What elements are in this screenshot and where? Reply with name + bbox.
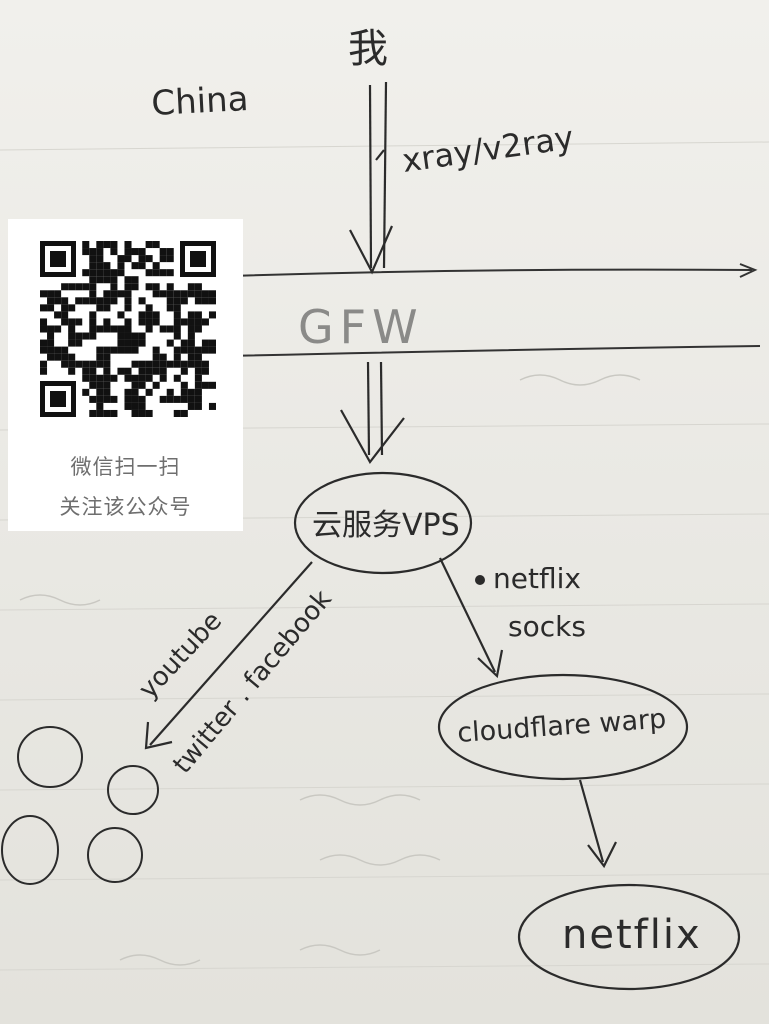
- netflix-label: netflix: [562, 912, 702, 958]
- china-label: China: [150, 79, 249, 124]
- qr-code-card: 微信扫一扫 关注该公众号: [8, 219, 243, 531]
- site-circle-2: [107, 765, 159, 815]
- warp-node: [437, 673, 689, 781]
- protocol-label: xray/v2ray: [400, 118, 576, 180]
- gfw-top-line: [229, 268, 753, 277]
- faint-background-marks: [19, 374, 641, 966]
- qr-modules: [40, 241, 216, 417]
- vps-to-warp-arrow: [439, 557, 504, 679]
- gfw-to-vps-arrow: [340, 361, 405, 464]
- qr-caption-line-1: 微信扫一扫: [70, 455, 181, 479]
- site-circle-3: [1, 815, 59, 885]
- user-to-gfw-arrow: [349, 81, 394, 275]
- warp-label: cloudflare warp: [456, 703, 667, 749]
- socks-label: socks: [508, 610, 586, 643]
- qr-finder-patterns: [40, 241, 216, 417]
- warp-to-netflix-arrow: [578, 779, 617, 869]
- site-circles: [1, 726, 159, 885]
- user-label: 我: [348, 26, 388, 72]
- gfw-bottom-line: [229, 345, 761, 357]
- vps-label: 云服务VPS: [312, 508, 460, 543]
- netflix-node: [517, 883, 741, 991]
- site-circle-4: [87, 827, 143, 883]
- gfw-top-arrowhead: [739, 263, 758, 278]
- vps-node: [293, 471, 473, 575]
- bullet-dot: [475, 575, 485, 585]
- wechat-qr-code[interactable]: [40, 241, 216, 417]
- site-circle-1: [17, 726, 83, 788]
- qr-caption-line-2: 关注该公众号: [59, 495, 192, 519]
- youtube-label: youtube: [133, 606, 228, 705]
- gfw-label: GFW: [298, 300, 424, 354]
- netflix-route-label: netflix: [493, 562, 581, 595]
- vps-to-sites-arrow: [144, 561, 313, 750]
- twitter-facebook-label: twitter . facebook: [167, 585, 337, 780]
